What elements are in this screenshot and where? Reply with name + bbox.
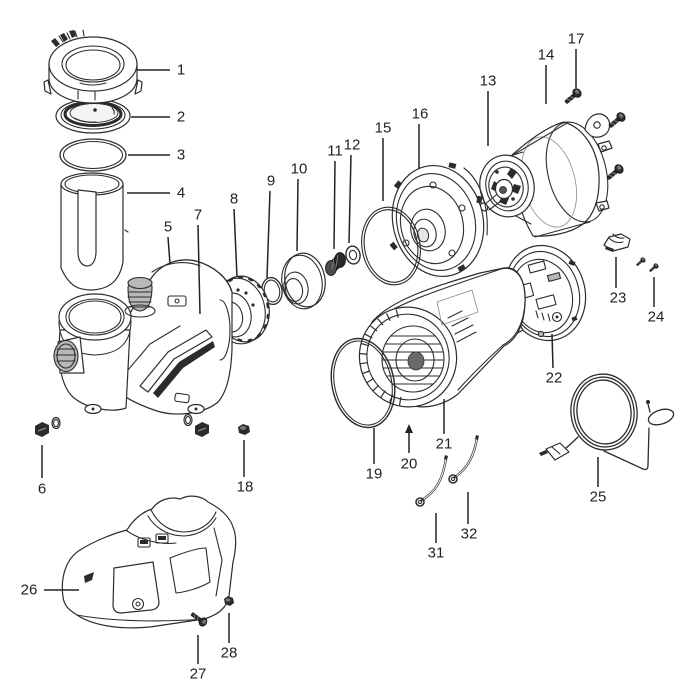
callout-label-9: 9 (267, 173, 275, 190)
part-motor-end-housing (510, 113, 613, 238)
part-shaft-seal (325, 252, 346, 276)
callout-leader-8 (233, 208, 238, 278)
callout-label-20: 20 (401, 456, 418, 473)
callout-label-25: 25 (590, 489, 607, 506)
part-nut-28 (224, 596, 234, 606)
callout-label-12: 12 (344, 137, 361, 154)
callout-leader-7 (197, 224, 201, 315)
callout-label-22: 22 (546, 370, 563, 387)
part-controller-cap (503, 244, 587, 342)
part-strainer-basket (60, 172, 129, 291)
part-base (61, 495, 237, 629)
part-cord-clamp (603, 233, 631, 252)
callout-leader-9 (266, 190, 271, 279)
callout-label-1: 1 (177, 62, 185, 79)
callout-leader-12 (348, 154, 352, 244)
part-oring-19 (330, 337, 396, 429)
callout-label-6: 6 (38, 481, 46, 498)
part-washer (345, 245, 361, 265)
callout-label-31: 31 (428, 545, 445, 562)
callout-label-24: 24 (648, 309, 665, 326)
callout-arrowhead-20 (405, 424, 413, 433)
callout-label-2: 2 (177, 109, 185, 126)
callout-label-13: 13 (480, 73, 497, 90)
part-motor-front (476, 151, 535, 225)
part-drain-plug (35, 416, 61, 437)
callout-label-15: 15 (375, 120, 392, 137)
callout-label-32: 32 (461, 526, 478, 543)
part-lid (55, 98, 131, 134)
callout-label-14: 14 (538, 47, 555, 64)
callout-label-21: 21 (436, 436, 453, 453)
callout-label-3: 3 (177, 147, 185, 164)
part-lid-oring (59, 138, 127, 172)
callout-label-23: 23 (610, 290, 627, 307)
callout-label-18: 18 (237, 479, 254, 496)
callout-label-4: 4 (177, 185, 185, 202)
callout-label-28: 28 (221, 645, 238, 662)
callout-label-5: 5 (164, 219, 172, 236)
callout-label-17: 17 (568, 31, 585, 48)
part-wire-31 (415, 455, 448, 507)
callout-label-26: 26 (21, 582, 38, 599)
callout-label-8: 8 (230, 191, 238, 208)
part-seal-gland (281, 252, 326, 310)
part-seal-plate (389, 162, 488, 278)
callout-label-27: 27 (190, 666, 207, 683)
callout-leader-10 (296, 178, 299, 252)
part-motor-shell (358, 267, 526, 408)
part-plug-nut (238, 424, 250, 435)
part-lock-ring (43, 29, 143, 104)
callout-leader-22 (551, 333, 554, 369)
callout-leader-11 (333, 160, 336, 250)
callout-label-10: 10 (291, 161, 308, 178)
callout-label-7: 7 (194, 207, 202, 224)
part-pump-housing (53, 259, 233, 415)
callout-label-16: 16 (412, 106, 429, 123)
part-wire-32 (448, 435, 479, 484)
callout-leader-5 (167, 236, 171, 265)
part-drain-plug-extra (183, 413, 209, 437)
part-oring-15 (361, 206, 421, 286)
part-power-cord (539, 373, 675, 471)
callout-label-11: 11 (327, 143, 343, 160)
callout-label-19: 19 (366, 466, 383, 483)
